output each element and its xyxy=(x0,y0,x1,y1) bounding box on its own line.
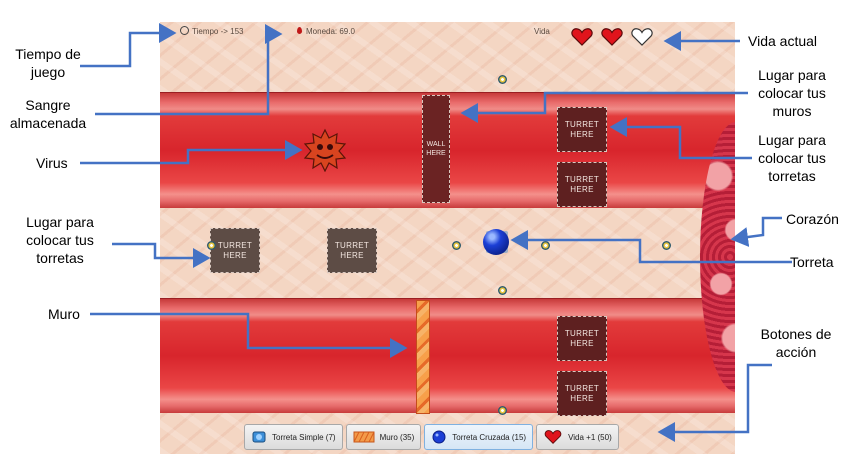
turret-slot[interactable]: TURRET HERE xyxy=(557,316,607,361)
wall-slot[interactable]: WALL HERE xyxy=(422,95,450,203)
life-label: Vida xyxy=(534,27,550,36)
slot-label: TURRET xyxy=(564,328,600,338)
heart-empty-icon xyxy=(631,28,653,46)
path-node xyxy=(452,241,461,250)
slot-label: HERE xyxy=(570,129,594,139)
slot-label: HERE xyxy=(570,393,594,403)
hud-bar: Tiempo -> 153 Moneda: 69.0 Vida xyxy=(160,22,735,46)
path-node xyxy=(541,241,550,250)
path-node xyxy=(498,75,507,84)
annotation-corazon: Corazón xyxy=(786,211,839,227)
coin-readout: Moneda: 69.0 xyxy=(306,27,355,36)
slot-label: HERE xyxy=(570,184,594,194)
life-plus-button[interactable]: Vida +1 (50) xyxy=(536,424,619,450)
time-readout: Tiempo -> 153 xyxy=(192,27,244,36)
turret-slot[interactable]: TURRET HERE xyxy=(327,228,377,273)
annotation-torreta: Torreta xyxy=(790,254,834,270)
annotation-torretas-der: Lugar para colocar tus torretas xyxy=(758,132,826,184)
heart-icon xyxy=(544,430,562,444)
annotation-botones: Botones de acción xyxy=(760,326,832,360)
turret-cross-icon xyxy=(432,430,446,444)
slot-label: HERE xyxy=(340,250,364,260)
path-node xyxy=(498,286,507,295)
clock-icon xyxy=(180,26,189,35)
annotation-torretas-izq: Lugar para colocar tus torretas xyxy=(26,214,94,266)
arrow-corazon xyxy=(730,216,782,247)
turret-simple-icon xyxy=(252,431,266,443)
turret-slot[interactable]: TURRET HERE xyxy=(557,162,607,207)
turret-slot[interactable]: TURRET HERE xyxy=(557,107,607,152)
turret-cross-button[interactable]: Torreta Cruzada (15) xyxy=(424,424,534,450)
slot-label: TURRET xyxy=(564,174,600,184)
annotation-muro: Muro xyxy=(48,306,80,322)
heart-full-icon xyxy=(571,28,593,46)
turret-icon[interactable] xyxy=(482,228,512,258)
slot-label: TURRET xyxy=(564,383,600,393)
wall-button[interactable]: Muro (35) xyxy=(345,424,422,450)
slot-label: HERE xyxy=(223,250,247,260)
game-screen: Tiempo -> 153 Moneda: 69.0 Vida WALL HER… xyxy=(160,22,735,454)
turret-slot[interactable]: TURRET HERE xyxy=(210,228,260,273)
blood-vessel-lower xyxy=(160,298,735,414)
annotation-virus: Virus xyxy=(36,155,68,171)
slot-label: TURRET xyxy=(334,240,370,250)
wall-icon xyxy=(353,431,375,443)
annotation-muros: Lugar para colocar tus muros xyxy=(758,67,826,119)
path-node xyxy=(498,406,507,415)
action-bar: Torreta Simple (7) Muro (35) Torreta Cru… xyxy=(244,422,619,450)
turret-ball xyxy=(483,229,509,255)
annotation-vida: Vida actual xyxy=(748,33,818,49)
action-label: Torreta Cruzada (15) xyxy=(452,432,527,442)
heart-full-icon xyxy=(601,28,623,46)
slot-label: WALL xyxy=(426,141,446,148)
slot-label: TURRET xyxy=(564,119,600,129)
path-node xyxy=(207,241,216,250)
slot-label: TURRET xyxy=(217,240,253,250)
action-label: Torreta Simple (7) xyxy=(272,432,336,442)
virus-icon xyxy=(303,128,347,172)
action-label: Vida +1 (50) xyxy=(568,432,612,442)
annotation-sangre: Sangre almacenada xyxy=(9,97,87,131)
action-label: Muro (35) xyxy=(379,432,415,442)
turret-slot[interactable]: TURRET HERE xyxy=(557,371,607,416)
path-node xyxy=(662,241,671,250)
slot-label: HERE xyxy=(426,150,446,157)
blood-drop-icon xyxy=(297,27,302,34)
turret-simple-button[interactable]: Torreta Simple (7) xyxy=(244,424,343,450)
wall-barrier xyxy=(416,300,430,414)
slot-label: HERE xyxy=(570,338,594,348)
annotation-tiempo: Tiempo de juego xyxy=(15,46,81,80)
